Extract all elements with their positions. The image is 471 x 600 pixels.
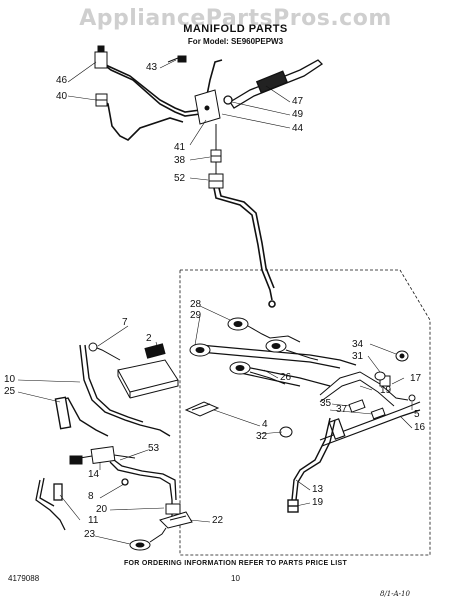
callout-8: 8 xyxy=(88,491,94,502)
part-46-bracket xyxy=(94,45,108,69)
callout-14: 14 xyxy=(88,469,100,480)
callout-13: 13 xyxy=(312,484,324,495)
part-23-fitting xyxy=(129,527,167,551)
callout-28: 28 xyxy=(190,299,202,310)
callout-49: 49 xyxy=(292,109,304,120)
callout-47: 47 xyxy=(292,96,304,107)
upper-mounting-bracket xyxy=(194,89,221,125)
callout-52: 52 xyxy=(174,173,186,184)
fittings-20-22 xyxy=(159,503,193,529)
callout-16: 16 xyxy=(414,422,426,433)
callout-23: 23 xyxy=(84,529,96,540)
callout-37: 37 xyxy=(336,404,348,415)
callout-29: 29 xyxy=(190,310,202,321)
callout-22: 22 xyxy=(212,515,224,526)
callout-26: 26 xyxy=(280,372,292,383)
callout-11: 11 xyxy=(88,515,99,526)
left-tube-loop xyxy=(54,344,171,437)
callout-25: 25 xyxy=(4,386,16,397)
manifold-bar xyxy=(199,344,357,387)
part-47-tube xyxy=(223,59,324,109)
page-title: MANIFOLD PARTS xyxy=(183,23,288,35)
callout-53: 53 xyxy=(148,443,160,454)
model-label: For Model: SE960PEPW3 xyxy=(187,37,284,46)
part-40-fitting xyxy=(95,93,108,107)
broiler-burner-box xyxy=(88,342,179,399)
page-number: 10 xyxy=(231,574,240,583)
callout-7: 7 xyxy=(122,317,128,328)
callout-31: 31 xyxy=(352,351,364,362)
callout-4: 4 xyxy=(262,419,268,430)
callout-10: 10 xyxy=(4,374,16,385)
part-43-screw xyxy=(167,55,187,63)
callout-38: 38 xyxy=(174,155,186,166)
callout-43: 43 xyxy=(146,62,158,73)
callout-35: 35 xyxy=(320,398,332,409)
callout-2: 2 xyxy=(146,333,152,344)
bracket-4-32 xyxy=(184,401,293,438)
right-valve-assembly xyxy=(319,371,416,420)
regulator-stack xyxy=(208,124,224,189)
leader-lines xyxy=(17,59,413,545)
document-number: 4179088 xyxy=(8,574,40,583)
callout-44: 44 xyxy=(292,123,304,134)
main-supply-tube xyxy=(213,187,276,308)
lower-manifold-rail xyxy=(319,401,421,447)
callout-19-lower: 19 xyxy=(312,497,324,508)
callout-41: 41 xyxy=(174,142,186,153)
oven-supply-tube xyxy=(287,417,336,513)
callout-17: 17 xyxy=(410,373,422,384)
callout-20: 20 xyxy=(96,504,108,515)
callout-40: 40 xyxy=(56,91,68,102)
callout-46: 46 xyxy=(56,75,68,86)
callout-32: 32 xyxy=(256,431,268,442)
revision-mark: 8/1-A-10 xyxy=(380,590,410,598)
callout-34: 34 xyxy=(352,339,364,350)
top-gas-tube xyxy=(99,59,223,141)
valve-block-14 xyxy=(69,445,136,465)
ordering-note: FOR ORDERING INFORMATION REFER TO PARTS … xyxy=(123,560,348,567)
watermark: AppliancePartsPros.com xyxy=(79,6,392,31)
callout-5: 5 xyxy=(414,409,420,420)
knobs-34-31 xyxy=(374,350,409,381)
callout-19: 19 xyxy=(380,385,392,396)
lower-tube-assembly xyxy=(35,459,177,531)
burner-valves-upper xyxy=(189,317,319,385)
